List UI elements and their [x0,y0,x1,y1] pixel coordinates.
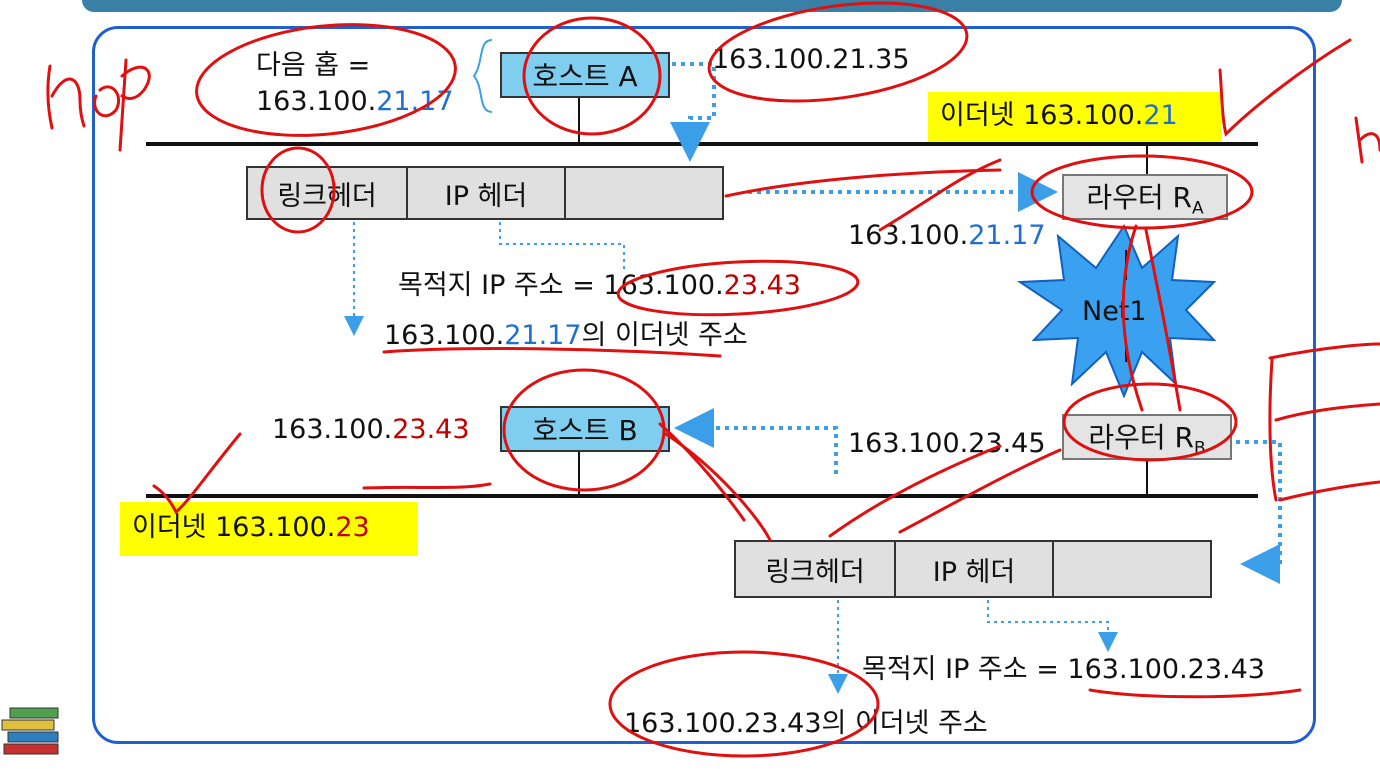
router-b-drop [1146,460,1148,496]
router-b-box[interactable]: 라우터 RB [1062,414,1232,460]
packet-bottom-link-header: 링크헤더 [734,540,896,598]
host-b-label: 호스트 B [532,414,638,447]
next-hop-value: 163.100.21.17 [256,86,454,117]
host-a-label: 호스트 A [532,60,638,93]
packet-bottom-eth-addr: 163.100.23.43의 이더넷 주소 [624,708,988,739]
packet-bottom-payload [1052,540,1212,598]
packet-top-ip-header: IP 헤더 [406,166,566,220]
host-a-box[interactable]: 호스트 A [500,52,670,98]
net-top-highlight [928,92,1222,142]
router-a-label: 라우터 RA [1086,180,1204,219]
net1-label: Net1 [1082,296,1147,327]
ethernet-bus-top [146,142,1258,146]
next-hop-label: 다음 홉 = [256,50,371,81]
host-b-drop [578,452,580,496]
packet-top-payload [564,166,724,220]
router-a-drop [1146,144,1148,174]
packet-bottom-ip-header: IP 헤더 [894,540,1054,598]
router-b-label: 라우터 RB [1088,420,1206,459]
packet-top-link-header: 링크헤더 [246,166,408,220]
slide-top-bar [82,0,1342,12]
host-b-ip: 163.100.23.43 [272,414,470,445]
router-b-ip: 163.100.23.45 [848,428,1046,459]
packet-top-eth-addr: 163.100.21.17의 이더넷 주소 [384,320,748,351]
packet-top-dest-ip: 목적지 IP 주소 = 163.100.23.43 [398,270,801,301]
host-b-box[interactable]: 호스트 B [500,406,670,452]
net-bottom-label: 이더넷 163.100.23 [132,512,370,543]
router-a-box[interactable]: 라우터 RA [1062,174,1228,220]
host-a-drop [578,98,580,144]
books-icon [1,707,59,755]
ethernet-bus-bottom [146,494,1258,498]
router-a-ip: 163.100.21.17 [848,220,1046,251]
net-top-label: 이더넷 163.100.21 [940,100,1178,131]
packet-bottom-dest-ip: 목적지 IP 주소 = 163.100.23.43 [862,654,1265,685]
host-a-ip: 163.100.21.35 [712,44,910,75]
